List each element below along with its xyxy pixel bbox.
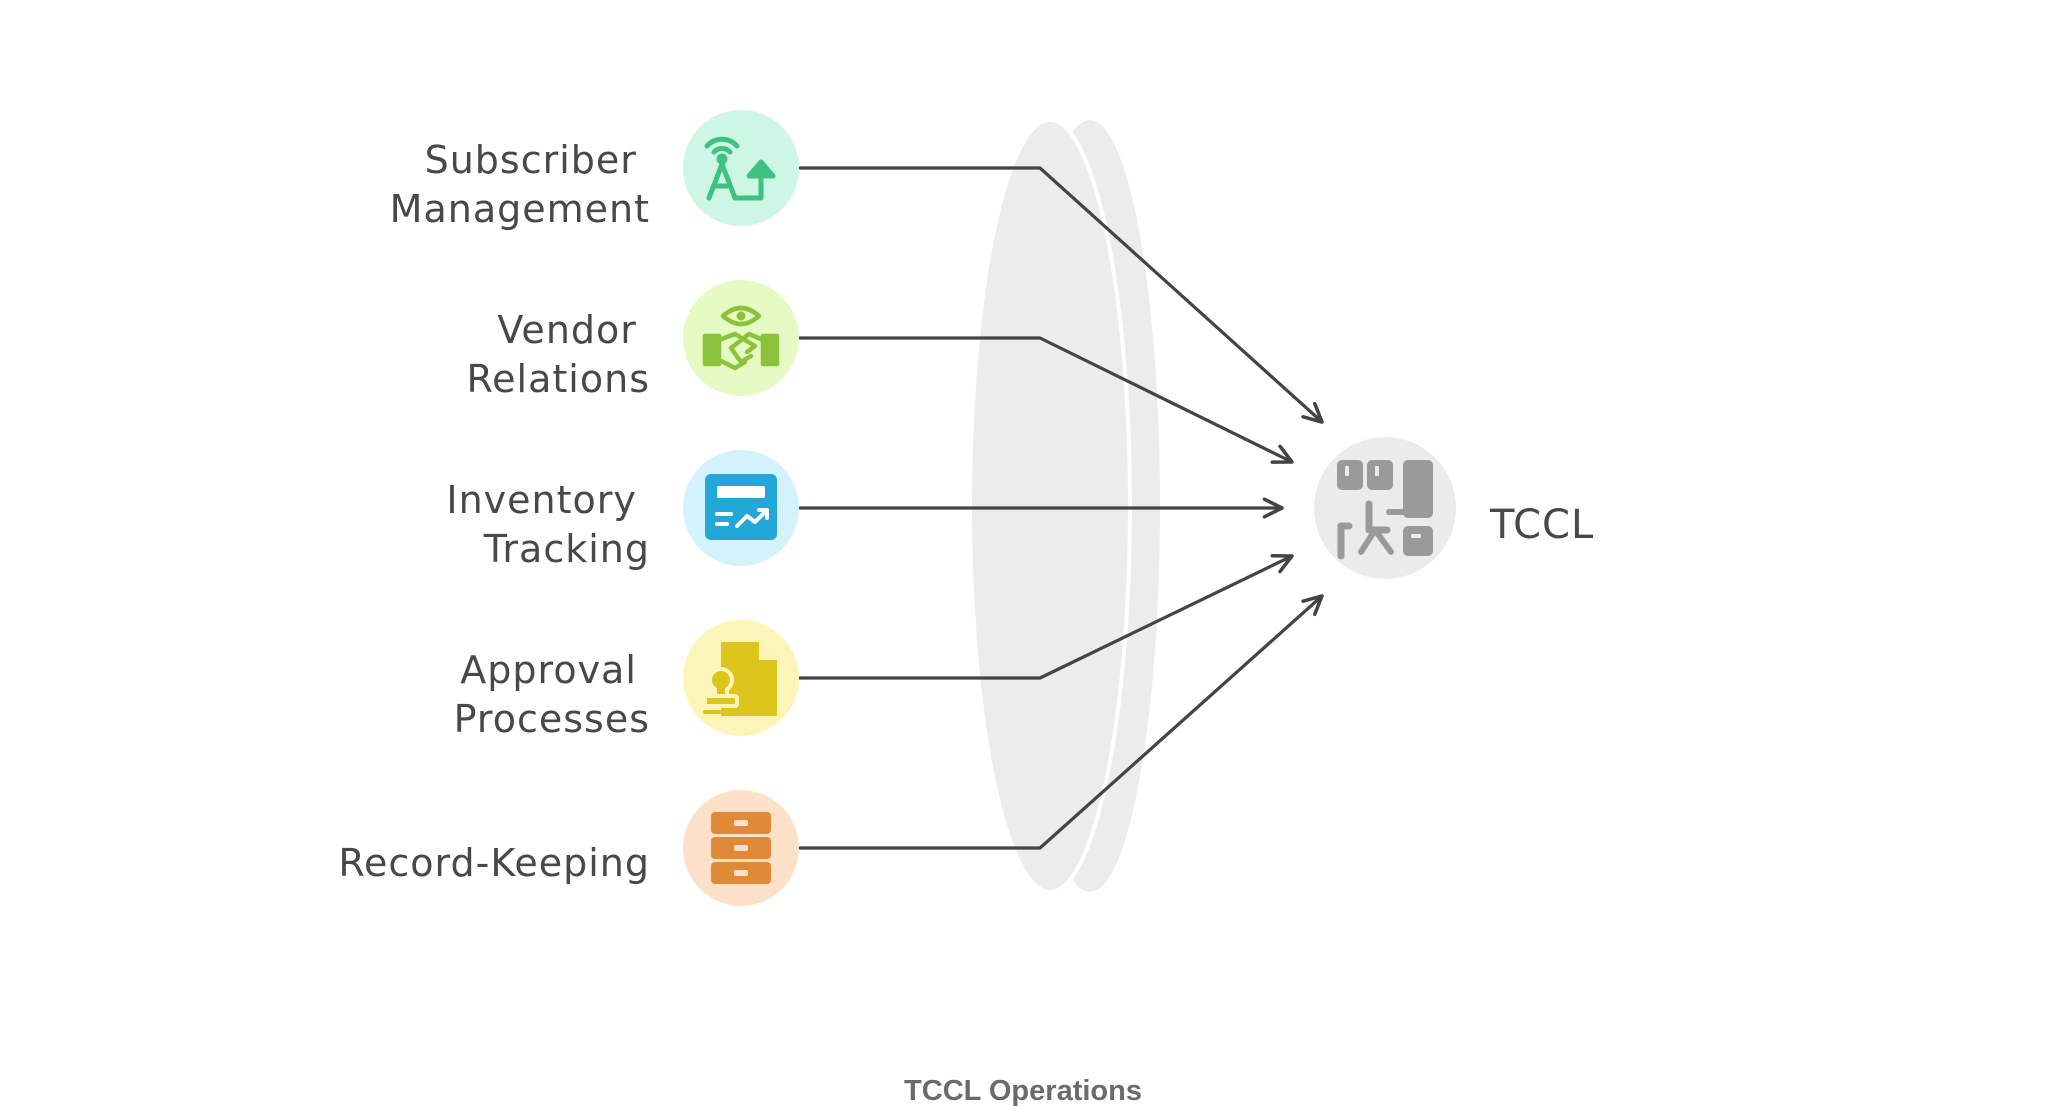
- source-node-record-keeping: Record-Keeping: [338, 790, 799, 906]
- inventory-card-icon: [705, 474, 777, 540]
- source-label: Record-Keeping: [338, 841, 650, 885]
- connector-approval-processes: [798, 553, 1294, 680]
- tower-arrow-icon: [704, 136, 776, 201]
- target-circle: [1314, 437, 1456, 579]
- connector-record-keeping: [798, 594, 1324, 850]
- lens-shape: [968, 118, 1160, 894]
- source-node-subscriber-management: Subscriber Management: [390, 110, 799, 231]
- source-label: Inventory Tracking: [446, 478, 650, 571]
- source-node-vendor-relations: Vendor Relations: [466, 280, 799, 401]
- approval-stamp-icon: [703, 642, 777, 716]
- diagram-caption: TCCL Operations: [904, 1075, 1142, 1106]
- office-layout-icon: [1337, 460, 1433, 560]
- target-node-tccl: TCCL: [1314, 437, 1594, 579]
- source-circle: [683, 110, 799, 226]
- connector-subscriber-management: [798, 166, 1324, 424]
- source-label: Vendor Relations: [466, 308, 650, 401]
- connector-vendor-relations: [798, 336, 1294, 464]
- source-label: Subscriber Management: [390, 138, 650, 231]
- connectors: [798, 166, 1324, 850]
- file-cabinet-icon: [711, 812, 771, 884]
- lens-front: [968, 118, 1132, 894]
- target-label: TCCL: [1489, 502, 1594, 548]
- source-node-approval-processes: Approval Processes: [454, 620, 799, 741]
- source-label: Approval Processes: [454, 648, 650, 741]
- handshake-eye-icon: [702, 305, 780, 371]
- source-node-inventory-tracking: Inventory Tracking: [446, 450, 799, 571]
